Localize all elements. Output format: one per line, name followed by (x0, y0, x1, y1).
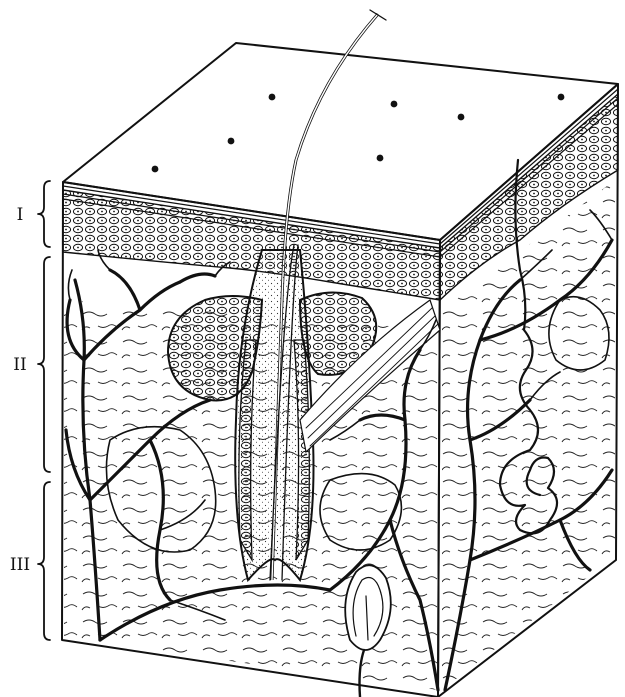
epidermis-front (63, 190, 440, 300)
pores (152, 94, 565, 173)
layer-label-3: III (10, 555, 30, 575)
layer-label-2: II (13, 355, 26, 375)
brace-layer-2 (38, 257, 50, 472)
brace-layer-1 (38, 181, 50, 247)
layer-label-1: I (17, 205, 24, 225)
layer-braces (38, 181, 50, 640)
brace-layer-3 (38, 482, 50, 640)
